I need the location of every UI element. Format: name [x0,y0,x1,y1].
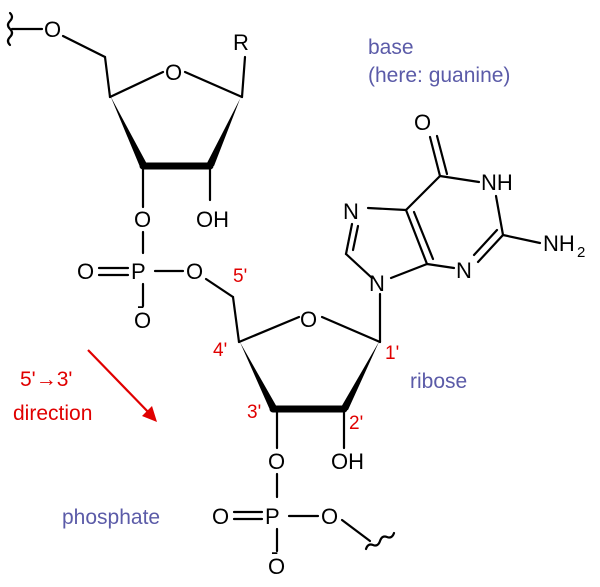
atom-n3: N [456,258,472,283]
bond [389,262,429,280]
position-2prime: 2' [349,413,363,434]
phosphate-label: phosphate [62,506,160,529]
base-label: base [368,36,414,59]
atom-nh: NH [481,170,513,195]
double-bond [344,222,354,256]
atom-o-minus-bottom: O [268,554,285,579]
atom-oh-top: OH [196,207,229,232]
charge-minus-top: - [137,293,144,318]
bond [204,277,235,299]
ribose-label: ribose [410,370,467,393]
double-bond [435,134,449,176]
bond [494,194,505,237]
bond [320,315,382,344]
atom-o-chain-bottom: O [321,504,338,529]
bond [237,315,301,344]
bond [344,252,374,280]
double-bond [472,228,499,257]
atom-o-3prime-top: O [134,207,151,232]
atom-p-top: P [131,259,146,284]
bond [240,55,247,99]
bond [103,55,112,99]
bond [404,174,442,212]
wedge-bond [206,95,242,166]
atom-o-minus-top: O [134,308,151,333]
direction-arrow-icon [142,406,157,422]
direction-label-line1: 5'→3' [20,368,72,391]
bond [438,174,481,184]
bond [61,34,107,59]
atom-o-carbonyl: O [414,110,431,135]
position-3prime: 3' [247,402,261,423]
direction-label-line2: direction [13,402,92,425]
bond [340,518,372,543]
position-5prime: 5' [233,266,247,287]
wavy-bond-top [6,11,14,47]
base-sublabel: (here: guanine) [368,64,510,87]
atom-n7: N [343,199,359,224]
atom-o-top-chain: O [44,17,61,42]
double-bond [476,233,505,264]
atom-o-ring-top: O [165,60,182,85]
direction-arrow-shaft [87,349,153,417]
atom-nh2-subscript: 2 [577,244,585,261]
atom-r-group: R [233,30,249,55]
wedge-bond [110,95,148,167]
atom-p-bottom: P [265,504,280,529]
atom-o-3prime-bottom: O [268,449,285,474]
charge-minus-bottom: - [271,539,278,564]
wavy-bond-bottom [364,531,396,551]
double-bond [412,210,435,261]
atom-n9: N [369,271,385,296]
atom-o-link: O [186,259,203,284]
atom-nh2: NH [543,231,575,256]
atom-o-dbl-bottom: O [212,504,229,529]
atom-o-dbl-top: O [77,259,94,284]
bond [425,262,456,270]
atom-oh-bottom: OH [331,449,364,474]
position-4prime: 4' [213,340,227,361]
double-bond [351,224,360,252]
bond [366,206,408,212]
wedge-bond [340,340,380,410]
bond [108,70,165,99]
bond [231,295,241,344]
double-bond [428,135,442,178]
bond [183,70,244,99]
wedge-bond [239,340,278,410]
double-bond [404,208,429,266]
atom-o-ring-bottom: O [300,307,317,332]
bond [501,233,542,245]
position-1prime: 1' [385,343,399,364]
